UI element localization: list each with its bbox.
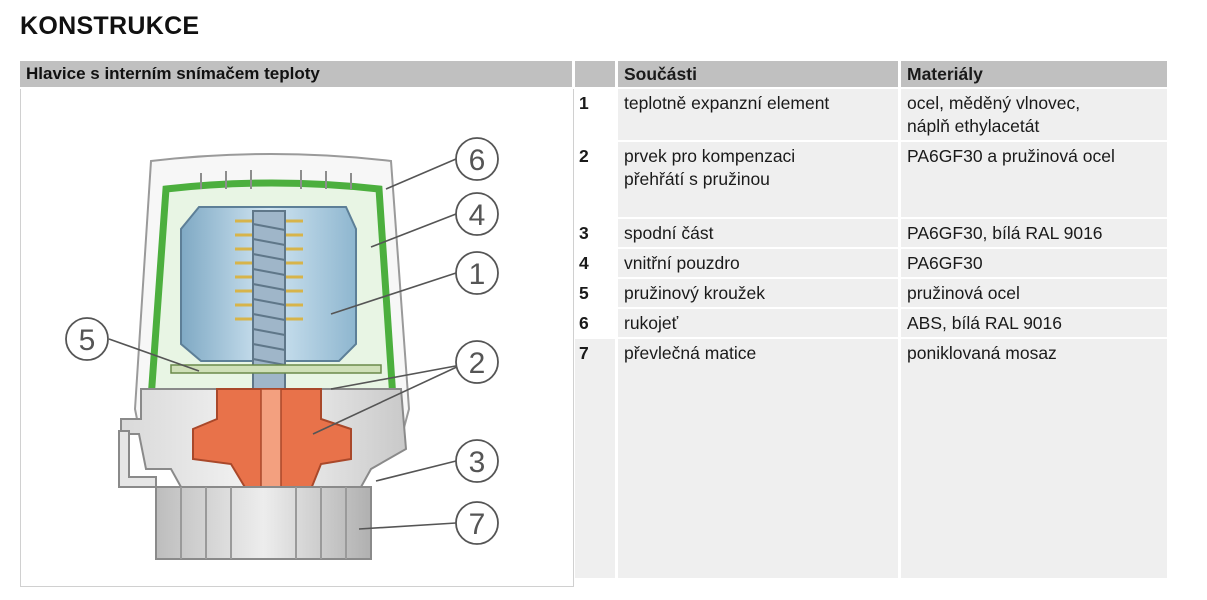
- part-cell: rukojeť: [616, 307, 901, 338]
- row-number: 7: [575, 337, 618, 578]
- col-header-number: [575, 61, 618, 88]
- col-header-materials: Materiály: [899, 61, 1167, 88]
- material-cell: PA6GF30, bílá RAL 9016: [899, 217, 1167, 248]
- row-number: 4: [575, 247, 618, 278]
- col-header-parts: Součásti: [616, 61, 901, 88]
- material-cell: ocel, měděný vlnovec, náplň ethylacetát: [899, 87, 1167, 141]
- material-cell: ABS, bílá RAL 9016: [899, 307, 1167, 338]
- part-cell: pružinový kroužek: [616, 277, 901, 308]
- part-cell: prvek pro kompenzaci přehřátí s pružinou: [616, 140, 901, 218]
- callout-5: 5: [65, 317, 109, 361]
- leader-lines: [108, 158, 462, 530]
- spring-ring: [170, 364, 382, 374]
- row-number: 5: [575, 277, 618, 308]
- svg-text:2: 2: [469, 347, 486, 380]
- callout-2: 2: [455, 340, 499, 384]
- part-cell: převlečná matice: [616, 337, 901, 578]
- union-nut: [155, 486, 372, 560]
- material-cell: PA6GF30 a pružinová ocel: [899, 140, 1167, 218]
- material-cell: poniklovaná mosaz: [899, 337, 1167, 578]
- image-section-header: Hlavice s interním snímačem teploty: [20, 61, 572, 87]
- table-header-row: Součásti Materiály: [575, 61, 1167, 88]
- cross-section-illustration: 6 4 1 5 2 3 7: [65, 137, 499, 560]
- callout-3: 3: [455, 439, 499, 483]
- material-cell: PA6GF30: [899, 247, 1167, 278]
- callout-7: 7: [455, 501, 499, 545]
- top-ribs: [200, 170, 352, 189]
- row-number: 2: [575, 140, 618, 218]
- valve-head-diagram: 6 4 1 5 2 3 7: [20, 89, 574, 587]
- callout-6: 6: [455, 137, 499, 181]
- part-cell: spodní část: [616, 217, 901, 248]
- svg-text:1: 1: [469, 258, 486, 291]
- row-number: 6: [575, 307, 618, 338]
- svg-text:7: 7: [469, 508, 486, 541]
- callout-1: 1: [455, 251, 499, 295]
- clip-hook: [118, 430, 157, 488]
- part-cell: vnitřní pouzdro: [616, 247, 901, 278]
- part-cell: teplotně expanzní element: [616, 87, 901, 141]
- callout-4: 4: [455, 192, 499, 236]
- svg-text:5: 5: [79, 324, 96, 357]
- row-number: 3: [575, 217, 618, 248]
- row-number: 1: [575, 87, 618, 141]
- material-cell: pružinová ocel: [899, 277, 1167, 308]
- svg-text:4: 4: [469, 199, 486, 232]
- svg-text:3: 3: [469, 446, 486, 479]
- svg-text:6: 6: [469, 144, 486, 177]
- page-title: KONSTRUKCE: [20, 12, 200, 40]
